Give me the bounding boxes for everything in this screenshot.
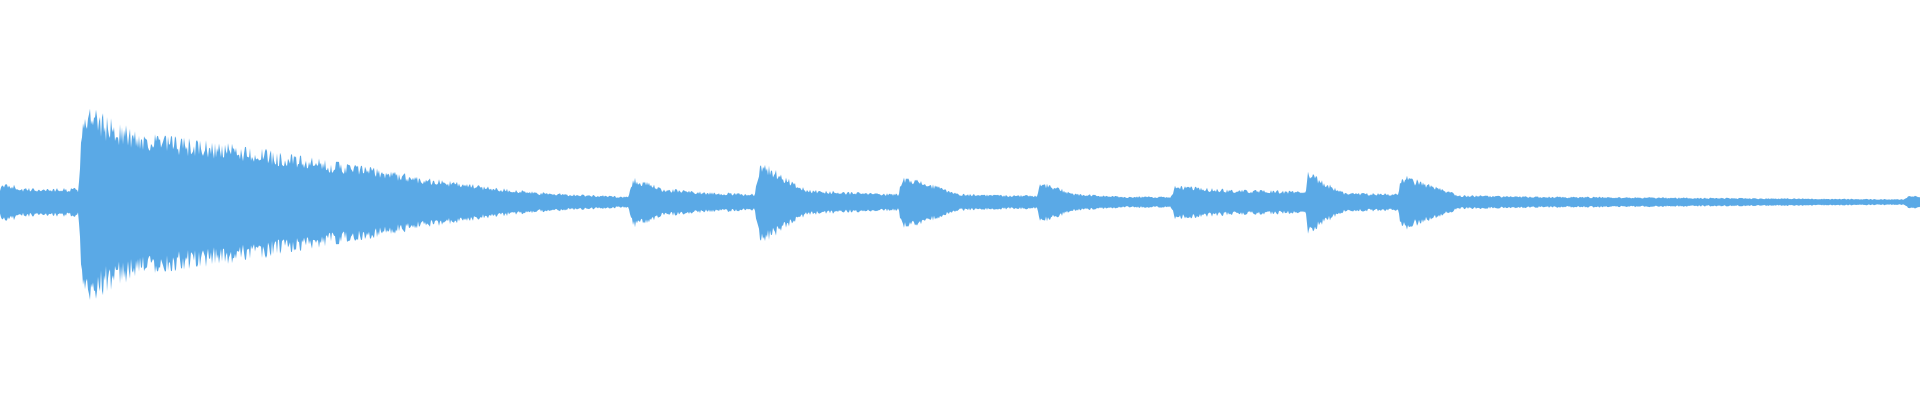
waveform-path bbox=[0, 108, 1920, 300]
